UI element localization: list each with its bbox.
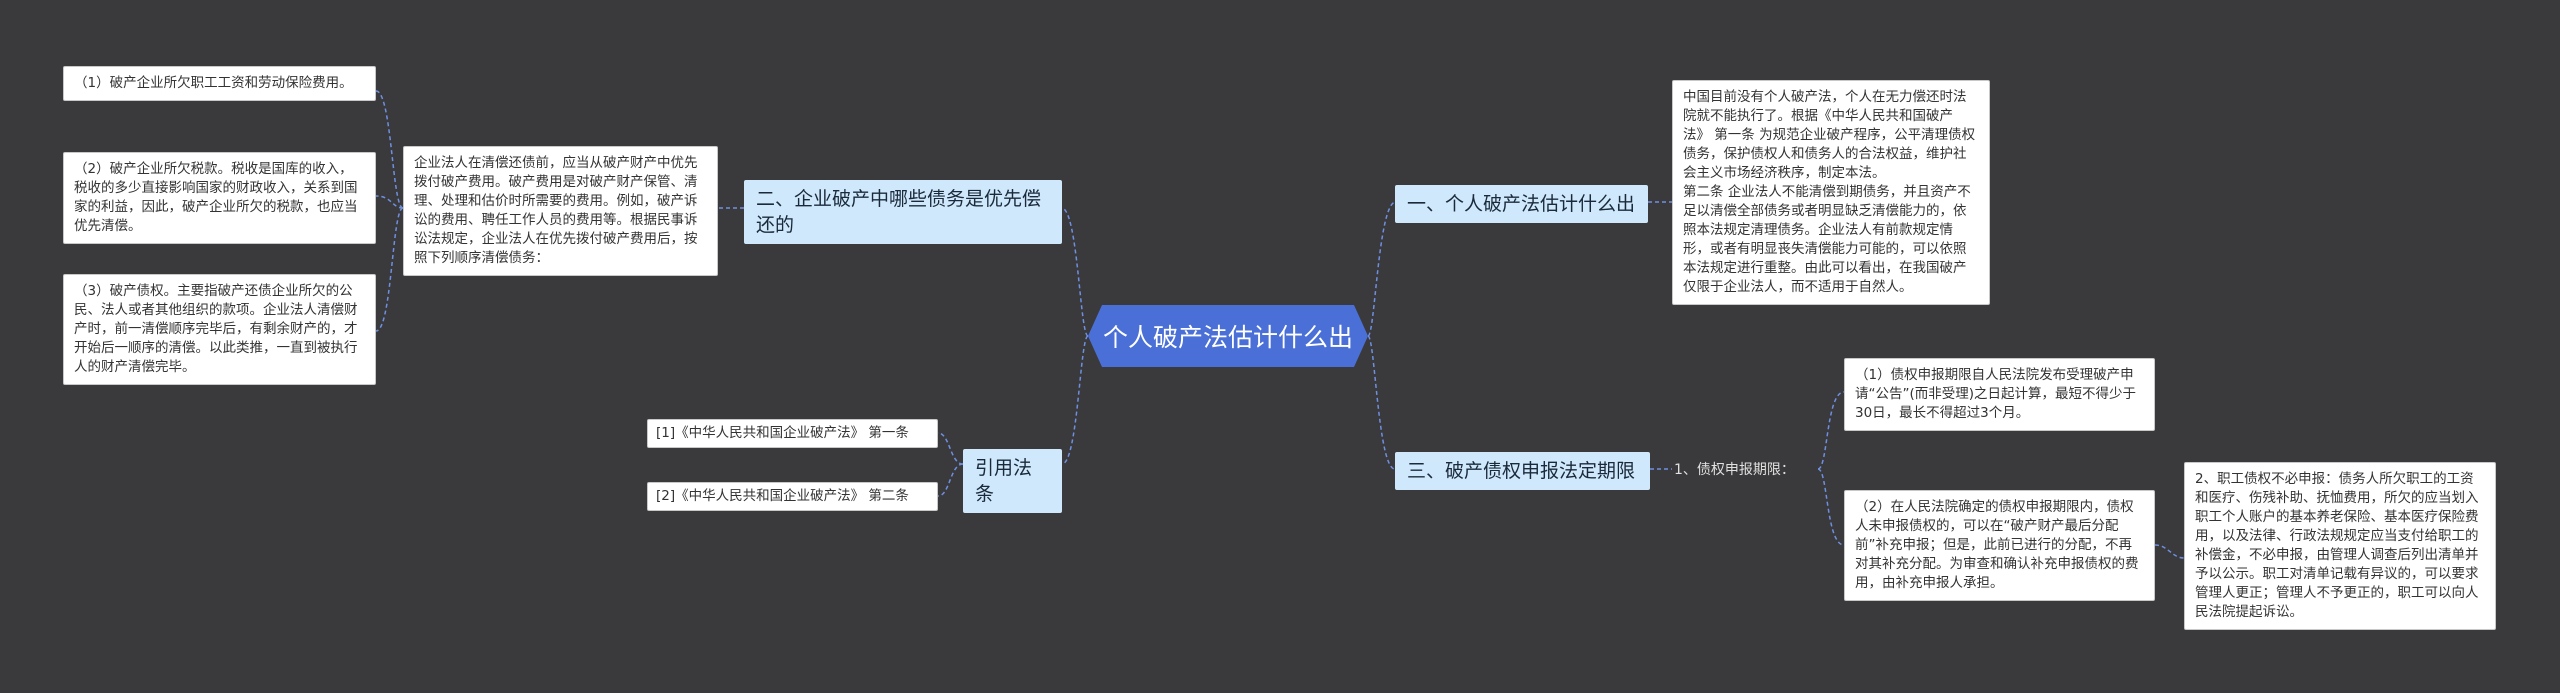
claim-deadline-item-2: （2）在人民法院确定的债权申报期限内，债权人未申报债权的，可以在“破产财产最后分… xyxy=(1844,490,2155,601)
employee-claims-note: 2、职工债权不必申报：债务人所欠职工的工资和医疗、伤残补助、抚恤费用，所欠的应当… xyxy=(2184,462,2496,630)
priority-item-1: （1）破产企业所欠职工工资和劳动保险费用。 xyxy=(63,66,376,101)
edge-text-item1 xyxy=(375,90,404,209)
claim-deadline-sublabel: 1、债权申报期限： xyxy=(1674,462,1795,478)
edge-ref2 xyxy=(937,463,964,497)
edge-text-item3 xyxy=(375,207,404,332)
edge-item2-extra xyxy=(2154,544,2185,559)
branch-claim-deadline[interactable]: 三、破产债权申报法定期限 xyxy=(1395,452,1650,490)
edge-sub-item2 xyxy=(1817,468,1845,546)
root-topic[interactable]: 个人破产法估计什么出 xyxy=(1088,305,1368,367)
priority-item-2: （2）破产企业所欠税款。税收是国库的收入，税收的多少直接影响国家的财政收入，关系… xyxy=(63,152,376,244)
branch-cited-laws[interactable]: 引用法条 xyxy=(963,449,1062,513)
edge-ref1 xyxy=(937,432,964,465)
branch-priority-debts[interactable]: 二、企业破产中哪些债务是优先偿还的 xyxy=(744,180,1062,244)
priority-debts-text: 企业法人在清偿还债前，应当从破产财产中优先拨付破产费用。破产费用是对破产财产保管… xyxy=(403,146,718,276)
cited-law-ref-2[interactable]: [2]《中华人民共和国企业破产法》 第二条 xyxy=(647,482,938,511)
priority-item-3: （3）破产债权。主要指破产还债企业所欠的公民、法人或者其他组织的款项。企业法人清… xyxy=(63,274,376,385)
branch-personal-bankruptcy[interactable]: 一、个人破产法估计什么出 xyxy=(1395,185,1648,223)
edge-root-left1 xyxy=(1061,207,1089,337)
edge-root-right1 xyxy=(1367,201,1396,337)
edge-text-item2 xyxy=(375,195,404,209)
cited-law-ref-1[interactable]: [1]《中华人民共和国企业破产法》 第一条 xyxy=(647,419,938,448)
edge-root-right2 xyxy=(1367,335,1396,470)
edge-root-left2 xyxy=(1061,335,1089,465)
claim-deadline-item-1: （1）债权申报期限自人民法院发布受理破产申请“公告”(而非受理)之日起计算，最短… xyxy=(1844,358,2155,431)
personal-bankruptcy-text: 中国目前没有个人破产法，个人在无力偿还时法院就不能执行了。根据《中华人民共和国破… xyxy=(1672,80,1990,305)
edge-sub-item1 xyxy=(1817,391,1845,470)
